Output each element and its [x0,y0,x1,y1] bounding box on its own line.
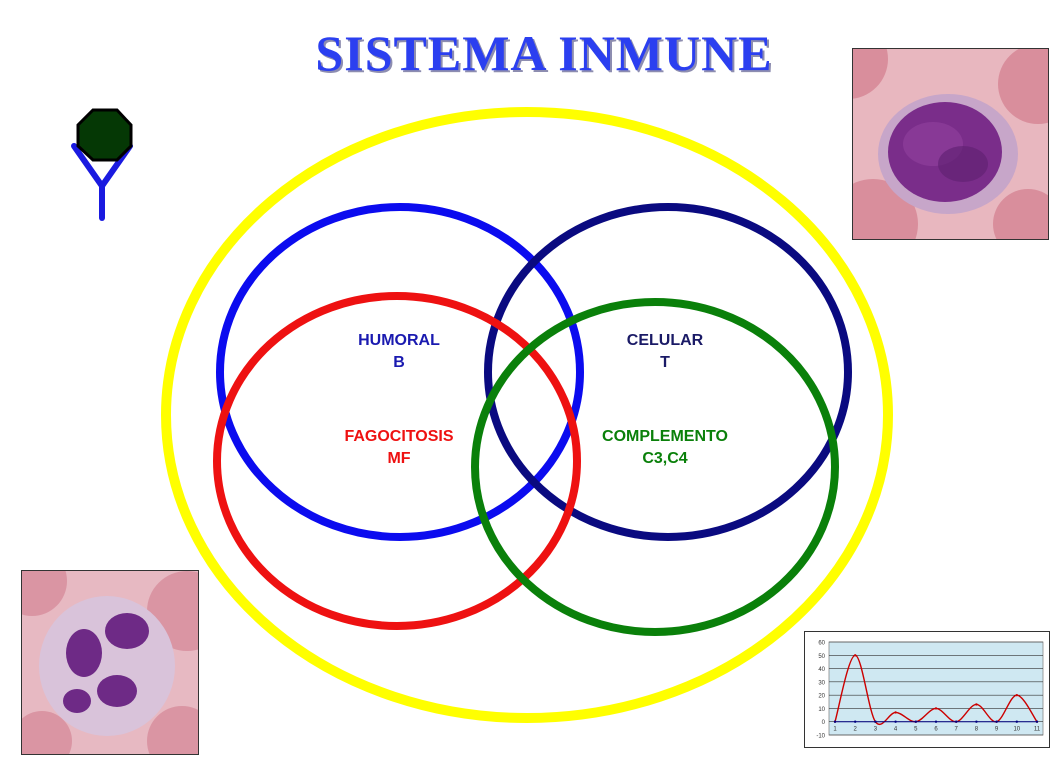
lymphocyte-photo [852,48,1049,240]
y-tick-label: 0 [822,720,826,726]
x-tick-label: 7 [955,727,959,733]
data-point [934,720,938,723]
celular-circle [484,203,852,541]
humoral-label: HUMORAL B [358,332,440,371]
x-tick-label: 6 [934,727,938,733]
data-point [854,720,857,723]
x-tick-label: 4 [894,727,898,733]
x-tick-label: 8 [975,727,979,733]
complemento-label: COMPLEMENTO C3,C4 [602,428,728,467]
x-tick-label: 3 [874,727,878,733]
x-tick-label: 9 [995,727,999,733]
data-point [934,707,938,710]
y-tick-label: 20 [818,694,825,700]
immune-system-outer-ellipse [161,107,893,723]
fagocitosis-label: FAGOCITOSIS MF [344,428,454,467]
page-title: SISTEMA INMUNE [315,25,773,81]
complemento-circle [471,298,839,636]
data-point [1015,693,1018,697]
humoral-circle [216,203,584,541]
x-tick-label: 5 [914,727,918,733]
data-point [1015,720,1018,723]
y-tick-label: -10 [816,734,825,740]
y-tick-label: 10 [818,707,825,713]
y-tick-label: 60 [818,641,825,647]
data-point [874,720,877,723]
fagocitosis-circle [213,292,581,630]
neutrophil-photo [21,570,199,755]
data-point [894,720,897,723]
data-point [1035,720,1039,723]
data-point [975,703,978,706]
y-tick-label: 40 [818,667,825,673]
celular-label: CELULAR T [626,332,704,371]
plot-area [828,641,1044,736]
x-tick-label: 1 [833,727,837,733]
y-tick-label: 50 [818,654,825,660]
data-point [894,711,897,714]
data-point [914,720,917,723]
antibody-icon [71,108,133,221]
data-point [854,654,857,657]
wave-chart: 60 50 40 30 20 10 0 -10 1 2 3 4 5 6 7 8 9 10 11 [804,631,1050,748]
data-point [995,720,998,723]
x-tick-label: 11 [1034,727,1041,733]
data-point [833,720,837,723]
x-tick-label: 2 [854,727,858,733]
data-point [975,720,978,723]
y-tick-label: 30 [818,680,825,686]
data-point [955,720,958,723]
x-tick-label: 10 [1013,727,1020,733]
